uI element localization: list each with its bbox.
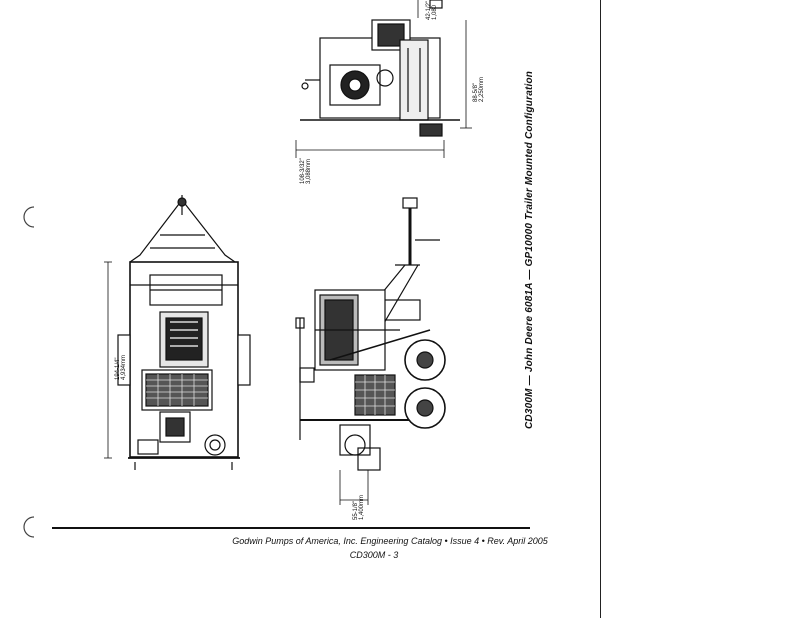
side-axle-dim: 55-1/8" 1,400mm [353, 495, 365, 520]
binder-hole-top [23, 206, 35, 228]
side-axle-mm: 1,400mm [359, 494, 365, 520]
end-width-dim: 108-3/32" 3,088mm [300, 158, 312, 184]
plan-view-drawing [104, 195, 251, 470]
drawing-caption: CD300M — John Deere 6081A — GP10000 Trai… [524, 70, 535, 430]
plan-length-dim: 194-1/4" 4,934mm [115, 355, 127, 380]
end-height-dim: 88-5/8" 2,250mm [473, 77, 485, 102]
page-edge-line [600, 0, 601, 618]
plan-length-mm: 4,934mm [121, 354, 127, 380]
end-width-mm: 3,088mm [306, 158, 312, 184]
footer-page-number: CD300M - 3 [349, 550, 399, 560]
end-view-drawing [295, 0, 472, 158]
footer-rule [52, 527, 530, 529]
end-height-mm: 2,250mm [479, 76, 485, 102]
footer-catalog-line: Godwin Pumps of America, Inc. Engineerin… [232, 536, 548, 546]
top-dim-mm: 1,080 [432, 4, 438, 20]
top-dim: 42-1/2" 1,080 [426, 1, 438, 20]
side-view-drawing [295, 197, 446, 505]
binder-hole-bottom [23, 516, 35, 538]
